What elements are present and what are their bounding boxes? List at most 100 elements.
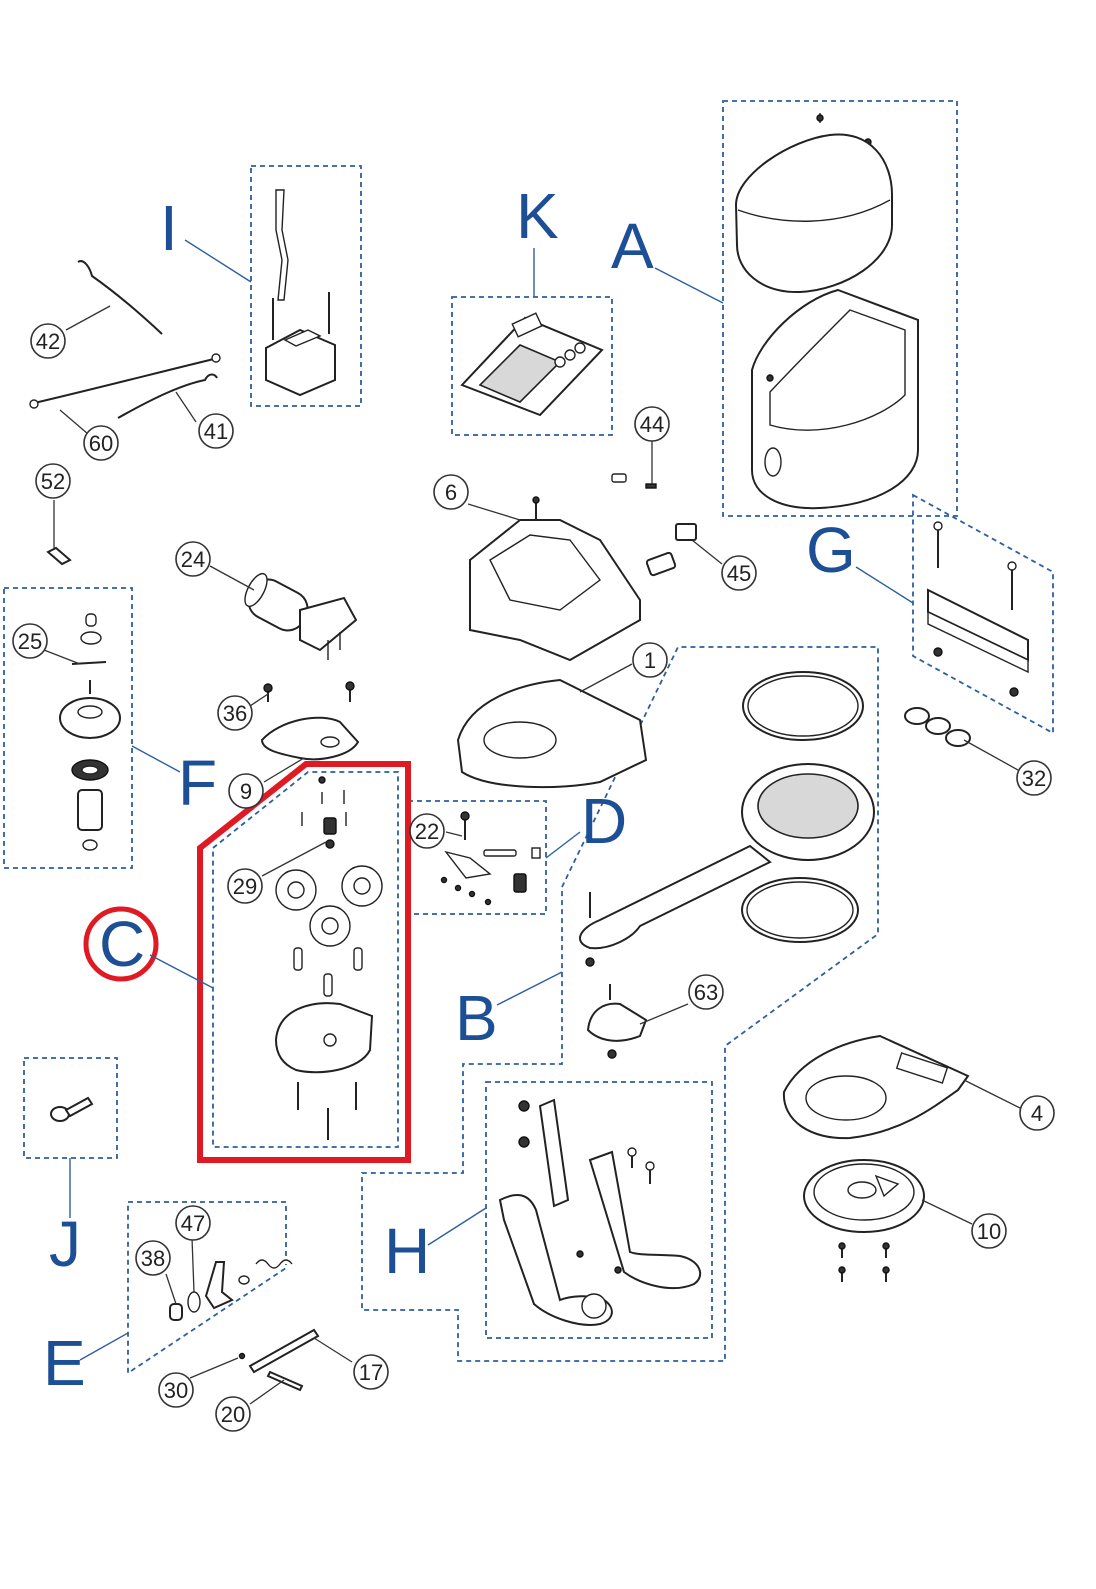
callout-leader-42 xyxy=(65,305,111,331)
callout-leader-10 xyxy=(921,1199,973,1225)
group-label-E: E xyxy=(43,1327,86,1399)
callout-32: 32 xyxy=(1016,760,1052,796)
callout-leader-60 xyxy=(59,409,89,435)
group-box-A xyxy=(722,100,958,517)
svg-text:4: 4 xyxy=(1031,1101,1043,1126)
callout-leader-36 xyxy=(249,693,269,707)
group-box-C xyxy=(212,771,399,1148)
callout-41: 41 xyxy=(198,413,234,449)
gear-stack-part-F xyxy=(59,613,121,851)
callout-17: 17 xyxy=(353,1354,389,1390)
group-label-K: K xyxy=(516,180,559,252)
svg-text:1: 1 xyxy=(644,648,656,673)
shaft-part-17 xyxy=(248,1328,320,1374)
svg-text:42: 42 xyxy=(36,329,60,354)
callout-60: 60 xyxy=(83,425,119,461)
callout-63: 63 xyxy=(688,974,724,1010)
encoder-disc-part-10 xyxy=(803,1159,925,1282)
planetary-gear-part-C xyxy=(274,776,383,1140)
svg-text:44: 44 xyxy=(640,412,664,437)
svg-text:45: 45 xyxy=(727,561,751,586)
group-label-F: F xyxy=(178,747,217,819)
group-label-J: J xyxy=(49,1208,81,1280)
group-box-F xyxy=(3,587,133,869)
svg-text:20: 20 xyxy=(221,1402,245,1427)
svg-text:63: 63 xyxy=(694,980,718,1005)
callout-24: 24 xyxy=(175,541,211,577)
release-key-part-J xyxy=(50,1096,94,1122)
group-label-H: H xyxy=(384,1215,430,1287)
highlight-box-C xyxy=(197,761,411,1163)
callout-10: 10 xyxy=(971,1213,1007,1249)
group-box-I xyxy=(250,165,362,407)
callout-leader-24 xyxy=(209,565,255,591)
svg-text:60: 60 xyxy=(89,431,113,456)
svg-text:9: 9 xyxy=(240,779,252,804)
callout-36: 36 xyxy=(217,695,253,731)
callout-leader-17 xyxy=(313,1337,353,1363)
svg-text:10: 10 xyxy=(977,1219,1001,1244)
group-box-B xyxy=(361,646,879,1362)
callout-1: 1 xyxy=(632,642,668,678)
base-part-1 xyxy=(456,678,648,789)
cover-part xyxy=(734,113,893,294)
group-box-K xyxy=(451,296,613,436)
svg-text:38: 38 xyxy=(141,1246,165,1271)
clip-part-52 xyxy=(46,500,72,566)
callout-leader-47 xyxy=(191,1237,195,1293)
seal-ring-upper xyxy=(742,671,864,741)
leader-C xyxy=(149,954,214,989)
callout-22: 22 xyxy=(409,813,445,849)
callout-leader-9 xyxy=(263,757,305,783)
callout-leader-32 xyxy=(963,739,1019,771)
callout-44: 44 xyxy=(634,406,670,442)
svg-text:22: 22 xyxy=(415,819,439,844)
callout-45: 45 xyxy=(721,555,757,591)
clamp-part-63 xyxy=(586,984,648,1059)
callout-leader-29 xyxy=(261,841,327,877)
callout-leader-6 xyxy=(467,503,521,521)
callout-38: 38 xyxy=(135,1240,171,1276)
callout-42: 42 xyxy=(30,323,66,359)
group-box-E xyxy=(127,1201,287,1375)
callout-leader-22 xyxy=(445,831,463,837)
svg-text:41: 41 xyxy=(204,419,228,444)
wire-part-60 xyxy=(29,353,221,409)
callout-leader-45 xyxy=(691,539,723,565)
leader-E xyxy=(79,1332,129,1361)
circuit-board-part xyxy=(460,312,604,417)
hardware-part-D xyxy=(440,811,541,906)
callout-leader-1 xyxy=(579,663,633,693)
connector-part-45 xyxy=(645,523,697,577)
callout-leader-38 xyxy=(165,1273,177,1305)
wire-part-42 xyxy=(77,260,163,335)
svg-text:6: 6 xyxy=(445,480,457,505)
group-label-A: A xyxy=(611,210,654,282)
housing-part xyxy=(751,288,919,510)
bracket-part-G xyxy=(927,521,1029,697)
callout-leader-25 xyxy=(43,649,81,665)
svg-text:24: 24 xyxy=(181,547,205,572)
wire-part-41 xyxy=(117,373,218,419)
callout-52: 52 xyxy=(35,463,71,499)
svg-text:36: 36 xyxy=(223,701,247,726)
seal-ring-lower xyxy=(741,877,859,943)
release-lever-part-E xyxy=(169,1259,293,1321)
callout-25: 25 xyxy=(12,623,48,659)
group-box-J xyxy=(23,1057,118,1159)
group-box-H xyxy=(485,1081,713,1339)
connector-part-44 xyxy=(611,473,657,489)
plate-part-9 xyxy=(260,716,360,761)
frame-part-6 xyxy=(469,496,641,662)
leader-D xyxy=(545,831,581,859)
callout-leader-63 xyxy=(639,1003,689,1025)
group-label-I: I xyxy=(160,192,178,264)
leader-H xyxy=(427,1207,487,1246)
group-label-G: G xyxy=(806,514,856,586)
callout-leader-4 xyxy=(963,1079,1021,1109)
arm-bracket-part-H xyxy=(498,1098,702,1326)
callout-4: 4 xyxy=(1019,1095,1055,1131)
svg-text:32: 32 xyxy=(1022,766,1046,791)
callout-47: 47 xyxy=(175,1205,211,1241)
